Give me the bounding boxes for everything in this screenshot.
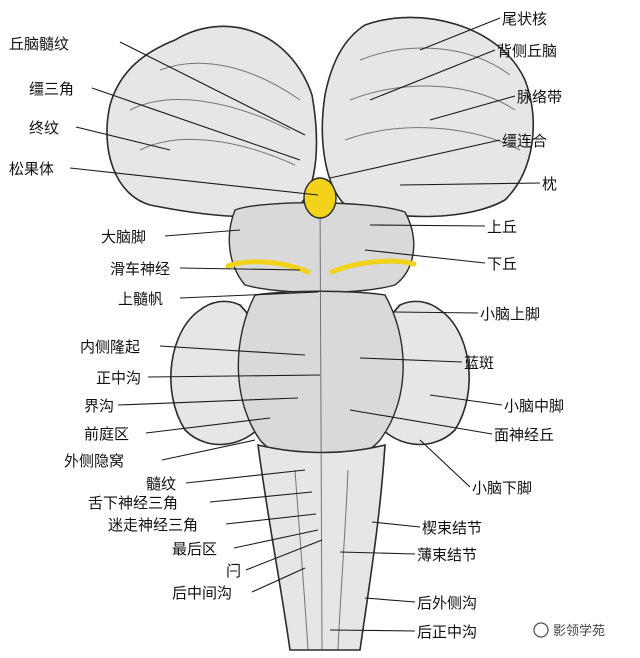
label-xiaonao-shangjiao: 小脑上脚 — [480, 305, 540, 323]
left-thalamus — [106, 25, 318, 218]
label-weizhuanghe: 尾状核 — [502, 10, 547, 28]
watermark-logo-icon — [533, 622, 549, 638]
label-shangqiu: 上丘 — [487, 218, 517, 236]
label-beice-qiunao: 背侧丘脑 — [497, 42, 557, 60]
watermark-text: 影领学苑 — [553, 623, 605, 639]
label-xiaqiu: 下丘 — [487, 255, 517, 273]
label-neice-longqi: 内侧隆起 — [80, 338, 140, 356]
label-shuan: 闩 — [226, 562, 241, 580]
label-zhongwen: 终纹 — [29, 119, 59, 137]
label-qiunao-suiwen: 丘脑髓纹 — [9, 35, 69, 53]
label-zhengzhonggou: 正中沟 — [96, 369, 141, 387]
label-waice-yinwo: 外侧隐窝 — [64, 452, 124, 470]
right-labels: 尾状核 背侧丘脑 脉络带 缰连合 枕 上丘 下丘 小脑上脚 蓝斑 小脑中脚 面神… — [417, 10, 564, 641]
pineal-body-highlight — [303, 177, 337, 219]
label-mizou-sanjiao: 迷走神经三角 — [108, 516, 198, 534]
right-thalamus — [321, 16, 534, 218]
label-suiwen: 髓纹 — [146, 475, 176, 493]
label-jiangsanjiao: 缰三角 — [29, 80, 74, 98]
label-hou-waicegou: 后外侧沟 — [417, 594, 477, 612]
leader-lines — [69, 17, 541, 632]
label-boshu-jiejie: 薄束结节 — [417, 546, 477, 564]
label-hou-zhengzhonggou: 后正中沟 — [417, 623, 477, 641]
label-hou-zhongjiangou: 后中间沟 — [172, 584, 232, 602]
watermark: 影领学苑 — [533, 622, 605, 639]
label-songguoti: 松果体 — [9, 160, 54, 178]
label-xieshu-jiejie: 楔束结节 — [422, 519, 482, 537]
left-labels: 丘脑髓纹 缰三角 终纹 松果体 大脑脚 滑车神经 上髓帆 内侧隆起 正中沟 界沟… — [9, 35, 241, 602]
label-mianshenjing-qiu: 面神经丘 — [494, 426, 554, 444]
label-mailuodai: 脉络带 — [517, 88, 562, 106]
trochlear-nerve-left — [225, 259, 311, 275]
label-lanban: 蓝斑 — [464, 354, 494, 372]
label-huache-shenjing: 滑车神经 — [110, 260, 170, 278]
label-shexia-sanjiao: 舌下神经三角 — [88, 494, 178, 512]
label-xiaonao-xiajiao: 小脑下脚 — [472, 479, 532, 497]
trochlear-nerve-right — [329, 258, 417, 275]
label-jianglianhe: 缰连合 — [502, 132, 547, 150]
label-shang-suifan: 上髓帆 — [118, 290, 163, 308]
label-danaojiao: 大脑脚 — [101, 228, 146, 246]
label-zhen: 枕 — [542, 175, 557, 193]
label-xiaonao-zhongjiao: 小脑中脚 — [504, 397, 564, 415]
label-jiegou: 界沟 — [84, 397, 114, 415]
label-zuihou-qu: 最后区 — [172, 540, 217, 558]
label-qianting-qu: 前庭区 — [84, 425, 129, 443]
